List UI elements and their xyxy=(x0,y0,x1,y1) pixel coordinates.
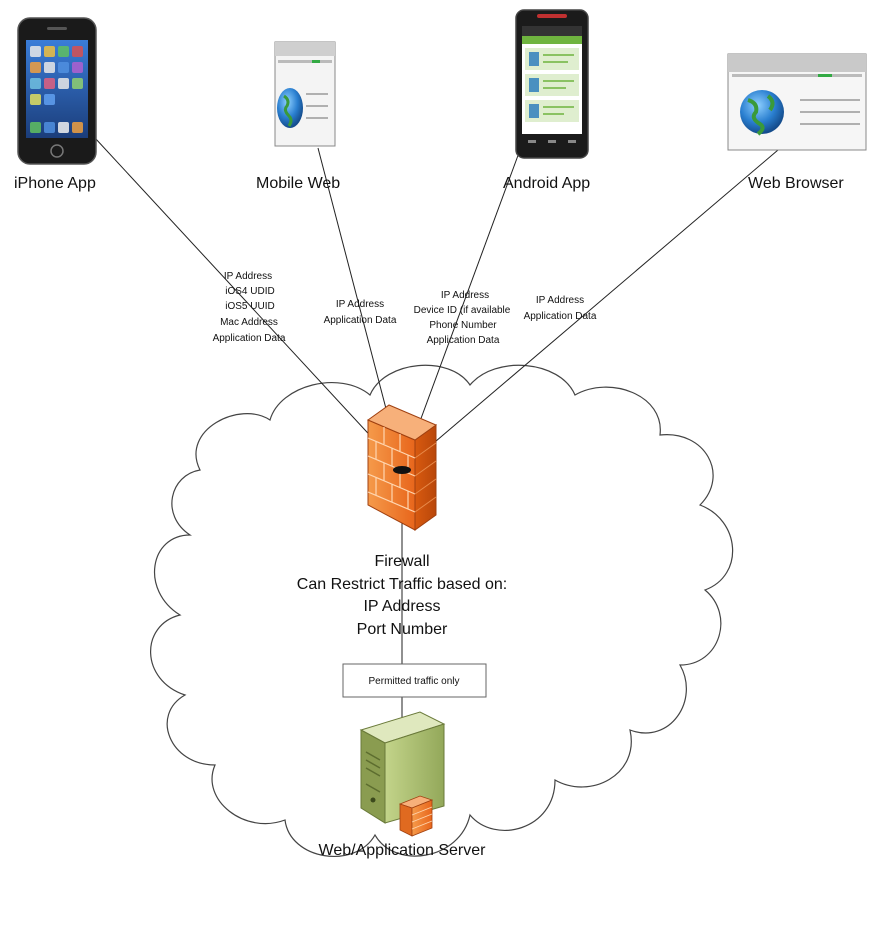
iphone-app-label: iPhone App xyxy=(14,175,96,192)
mobile-web-link-labels: IP Address Application Data xyxy=(324,299,397,326)
network-cloud xyxy=(150,364,734,857)
firewall-icon xyxy=(366,404,438,531)
android-link-label: Phone Number xyxy=(429,320,497,331)
android-link-label: Device ID (if available xyxy=(414,305,511,316)
iphone-icon xyxy=(17,17,97,165)
mobile-web-label: Mobile Web xyxy=(256,175,340,192)
web-browser-link-labels: IP Address Application Data xyxy=(524,295,597,322)
iphone-link-label: Mac Address xyxy=(220,317,278,328)
web-browser-link-label: IP Address xyxy=(536,295,584,306)
permitted-traffic-box: Permitted traffic only xyxy=(342,663,487,698)
web-browser-label: Web Browser xyxy=(748,175,844,192)
mobile-web-link-label: Application Data xyxy=(324,315,397,326)
iphone-link-label: iOS5 UUID xyxy=(225,301,274,312)
android-connection-line xyxy=(401,149,521,471)
android-icon xyxy=(515,9,589,159)
server-icon xyxy=(359,711,446,837)
permitted-traffic-label: Permitted traffic only xyxy=(369,676,460,687)
web-browser-icon xyxy=(727,53,867,151)
firewall-subtitle: Can Restrict Traffic based on: xyxy=(297,576,507,593)
server-label: Web/Application Server xyxy=(319,842,487,859)
iphone-link-label: IP Address xyxy=(224,271,272,282)
android-link-label: IP Address xyxy=(441,290,489,301)
web-browser-link-label: Application Data xyxy=(524,311,597,322)
firewall-criteria-item: IP Address xyxy=(363,598,440,615)
firewall-text: Firewall Can Restrict Traffic based on: … xyxy=(297,553,507,638)
android-link-labels: IP Address Device ID (if available Phone… xyxy=(414,290,511,346)
iphone-connection-line xyxy=(94,137,403,471)
mobile-web-link-label: IP Address xyxy=(336,299,384,310)
iphone-link-labels: IP Address iOS4 UDID iOS5 UUID Mac Addre… xyxy=(213,271,286,344)
android-app-label: Android App xyxy=(503,175,590,192)
android-link-label: Application Data xyxy=(427,335,500,346)
iphone-link-label: Application Data xyxy=(213,333,286,344)
iphone-link-label: iOS4 UDID xyxy=(225,286,274,297)
mobile-web-icon xyxy=(274,41,336,147)
web-browser-connection-line xyxy=(401,149,779,471)
firewall-title: Firewall xyxy=(374,553,429,570)
firewall-criteria-item: Port Number xyxy=(357,621,448,638)
